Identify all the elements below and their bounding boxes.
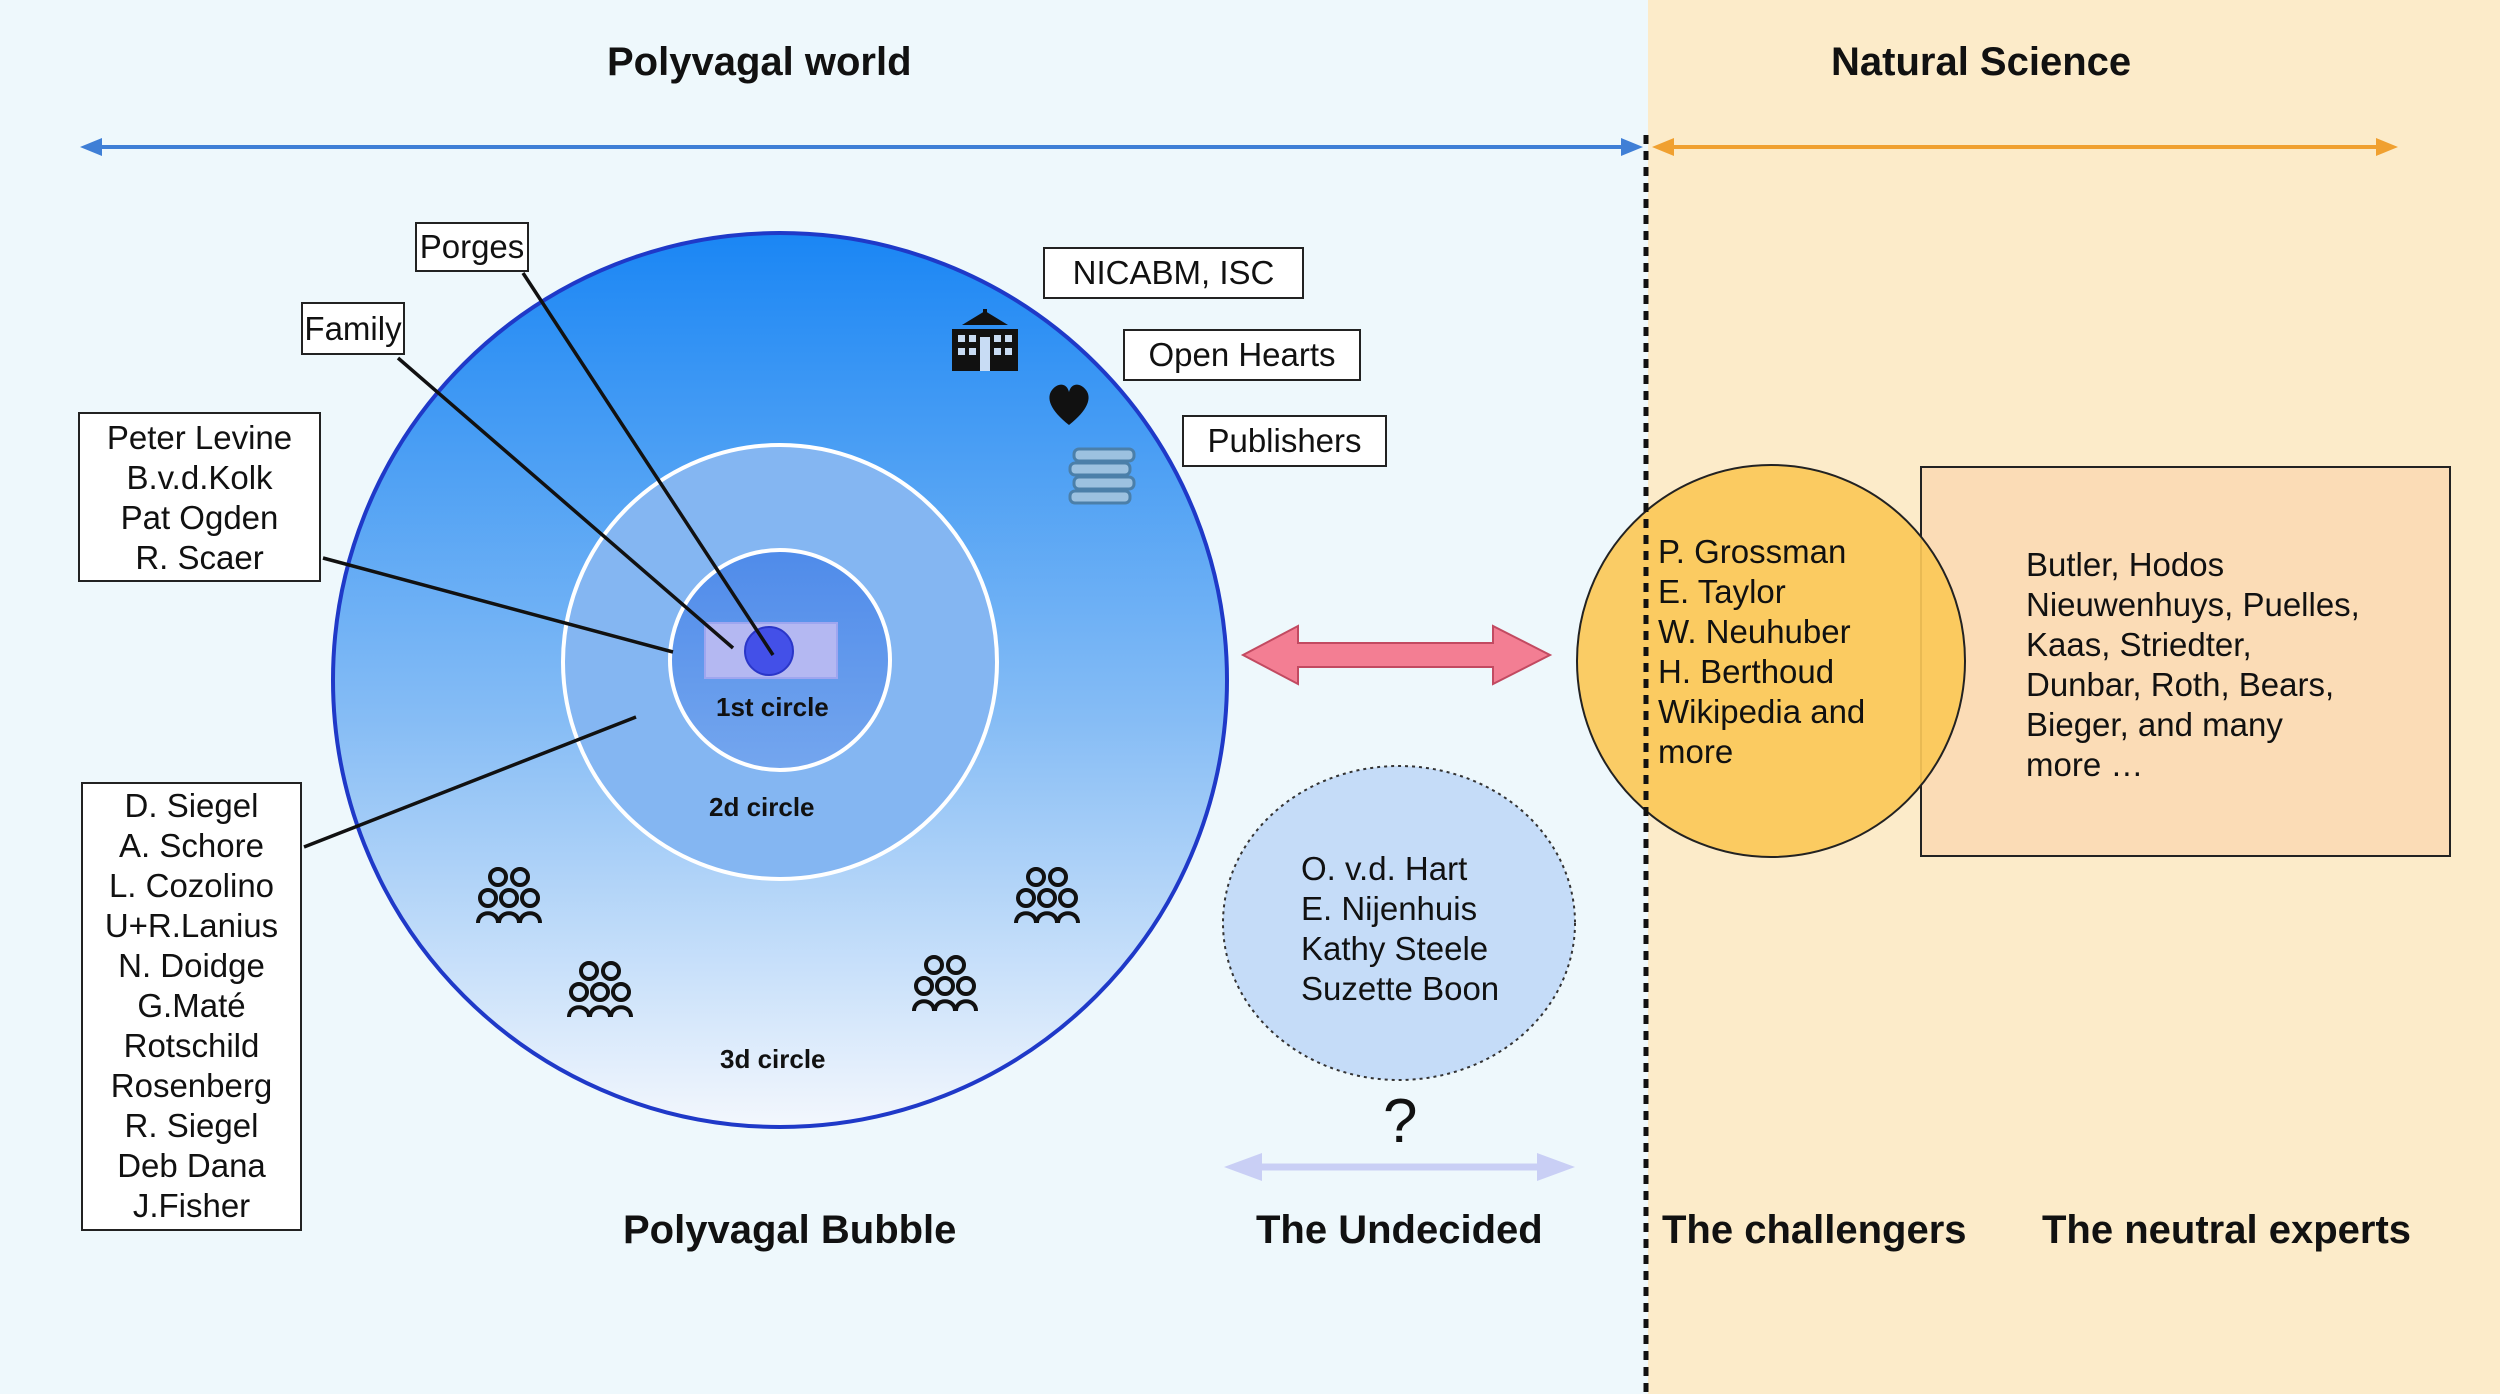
undecided-name: E. Nijenhuis [1301,890,1478,927]
books-icon [1068,447,1136,505]
challenger-name: E. Taylor [1658,573,1786,610]
third-circle-label: 3d circle [720,1044,826,1074]
second-circle-name: J.Fisher [132,1187,251,1224]
leader-lines [303,272,775,849]
second-circle-name: Rotschild [123,1027,260,1064]
first-circle-names-box: Peter Levine B.v.d.Kolk Pat Ogden R. Sca… [78,412,321,582]
second-circle-name: G.Maté [137,987,246,1024]
group-icon [476,867,542,924]
undecided-arrow [1224,1153,1575,1181]
natural-science-arrow [1652,138,2398,156]
question-mark: ? [1383,1087,1418,1156]
undecided-name: Suzette Boon [1301,970,1500,1007]
challenger-name: P. Grossman [1658,533,1847,570]
neutral-expert-name: Dunbar, Roth, Bears, [2026,666,2335,703]
neutral-expert-name: Nieuwenhuys, Puelles, [2026,586,2360,623]
second-circle-name: Rosenberg [110,1067,273,1104]
building-icon [952,309,1018,371]
undecided-heading: The Undecided [1256,1208,1543,1252]
first-circle-name: Peter Levine [106,419,293,456]
second-circle-name: L. Cozolino [108,867,275,904]
neutral-experts-heading: The neutral experts [2042,1208,2412,1252]
challengers-circle [1576,464,1966,858]
challenger-name: more [1658,733,1734,770]
first-circle-name: Pat Ogden [120,499,279,536]
institutes-label: NICABM, ISC [1043,247,1304,299]
neutral-expert-names: Butler, Hodos Nieuwenhuys, Puelles, Kaas… [2026,545,2360,785]
second-circle-name: U+R.Lanius [104,907,279,944]
undecided-ellipse [1222,765,1576,1081]
neutral-expert-name: Butler, Hodos [2026,546,2225,583]
polyvagal-world-arrow [80,138,1643,156]
natural-science-heading: Natural Science [1831,40,2132,84]
challenger-name: W. Neuhuber [1658,613,1851,650]
heart-icon [1049,384,1089,425]
open-hearts-label-text: Open Hearts [1148,336,1336,373]
publishers-label: Publishers [1182,415,1387,467]
polyvagal-bubble-heading: Polyvagal Bubble [623,1208,957,1252]
family-label: Family [301,302,405,355]
challengers-heading: The challengers [1662,1208,1967,1252]
second-circle-name: D. Siegel [124,787,259,824]
open-hearts-label: Open Hearts [1123,329,1361,381]
second-circle-names-box: D. Siegel A. Schore L. Cozolino U+R.Lani… [81,782,302,1231]
challenger-name: Wikipedia and [1658,693,1866,730]
neutral-expert-name: Kaas, Striedter, [2026,626,2252,663]
second-circle-name: N. Doidge [118,947,265,984]
second-circle-label: 2d circle [709,792,815,822]
neutral-experts-box [1920,466,2451,857]
group-icon [567,961,633,1018]
publishers-label-text: Publishers [1207,422,1362,459]
dispute-arrow [1240,624,1553,686]
undecided-name: Kathy Steele [1301,930,1489,967]
neutral-expert-name: Bieger, and many [2026,706,2283,743]
second-circle-name: R. Siegel [124,1107,259,1144]
challenger-names: P. Grossman E. Taylor W. Neuhuber H. Ber… [1658,532,1865,772]
family-label-text: Family [304,310,402,347]
neutral-expert-name: more … [2026,746,2144,783]
undecided-names: O. v.d. Hart E. Nijenhuis Kathy Steele S… [1301,849,1499,1009]
group-icon [1014,867,1080,924]
first-circle-name: R. Scaer [135,539,264,576]
undecided-name: O. v.d. Hart [1301,850,1468,887]
first-circle-label: 1st circle [716,692,829,722]
group-icon [912,955,978,1012]
second-circle-name: Deb Dana [117,1147,266,1184]
polyvagal-world-heading: Polyvagal world [607,40,912,84]
first-circle-name: B.v.d.Kolk [126,459,273,496]
institutes-label-text: NICABM, ISC [1072,254,1275,291]
challenger-name: H. Berthoud [1658,653,1835,690]
second-circle-name: A. Schore [119,827,264,864]
porges-label: Porges [415,222,529,272]
porges-label-text: Porges [419,228,525,265]
